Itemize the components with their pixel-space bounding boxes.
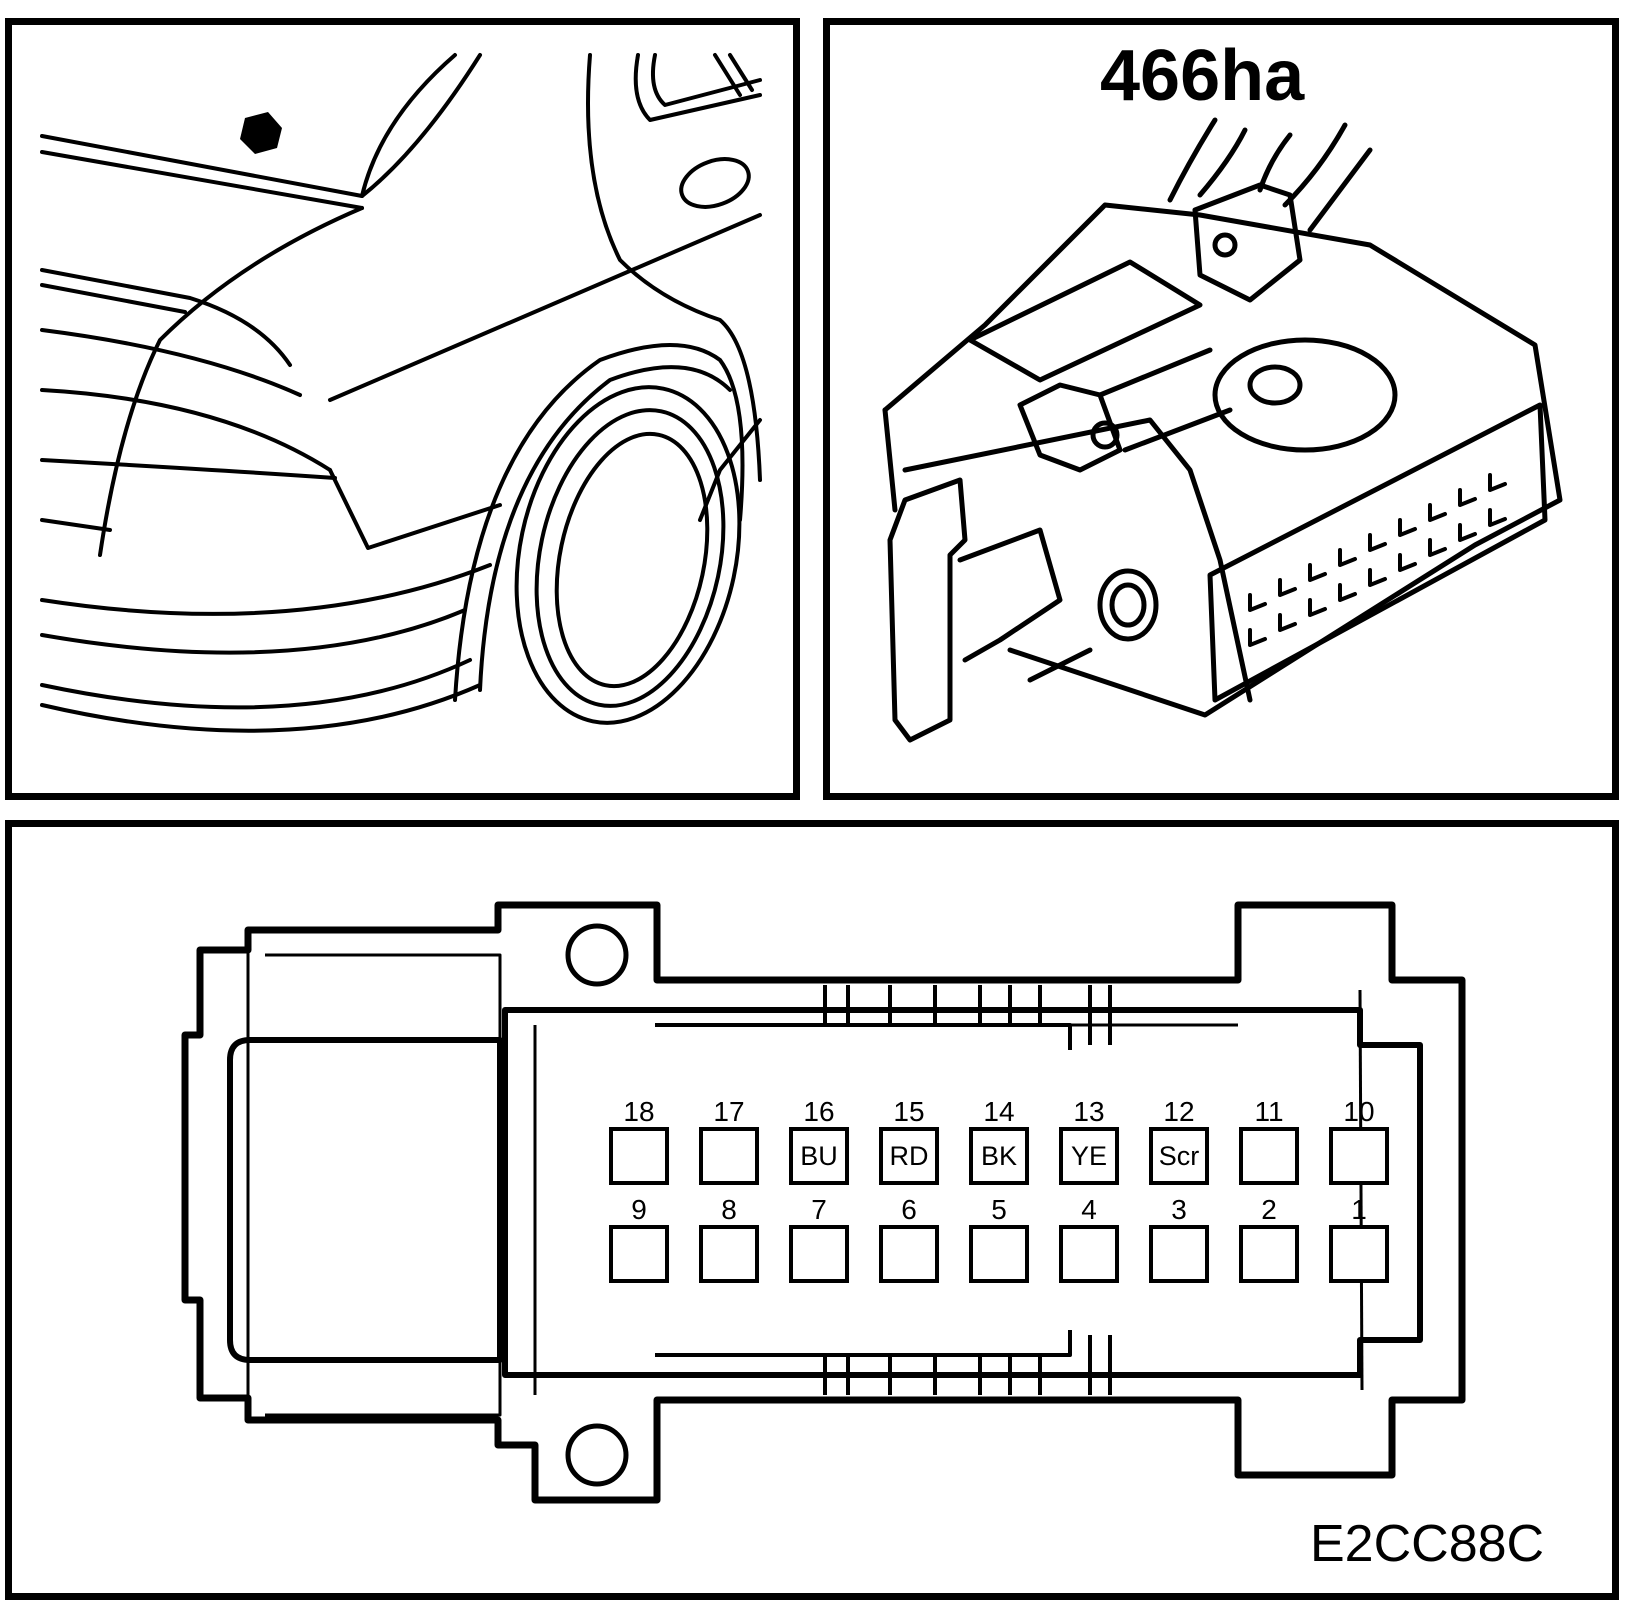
pin-13-cavity: YE <box>1059 1127 1119 1185</box>
pin-9-cavity <box>609 1225 669 1283</box>
pin-17-cavity <box>699 1127 759 1185</box>
pin-14-number: 14 <box>983 1096 1015 1127</box>
pin-1-number: 1 <box>1351 1194 1367 1225</box>
pin-8-number: 8 <box>721 1194 737 1225</box>
pin-7-cavity <box>789 1225 849 1283</box>
pin-18-cavity <box>609 1127 669 1185</box>
pin-13-number: 13 <box>1073 1096 1105 1127</box>
pin-14-cavity: BK <box>969 1127 1029 1185</box>
connector-id-label: 466ha <box>1100 36 1305 116</box>
pin-2-cavity <box>1239 1225 1299 1283</box>
pin-5-number: 5 <box>991 1194 1007 1225</box>
pin-11-number: 11 <box>1254 1096 1284 1127</box>
pin-8-cavity <box>699 1225 759 1283</box>
pin-4-cavity <box>1059 1225 1119 1283</box>
pin-11-cavity <box>1239 1127 1299 1185</box>
connector-view-panel <box>823 18 1619 800</box>
pin-15-number: 15 <box>893 1096 925 1127</box>
pin-18-number: 18 <box>623 1096 655 1127</box>
car-location-panel <box>5 18 800 800</box>
pin-16-number: 16 <box>803 1096 835 1127</box>
pin-12-cavity: Scr <box>1149 1127 1209 1185</box>
pin-10-number: 10 <box>1343 1096 1375 1127</box>
pin-12-number: 12 <box>1163 1096 1195 1127</box>
pinout-panel <box>5 820 1619 1600</box>
pin-4-number: 4 <box>1081 1194 1097 1225</box>
pin-3-cavity <box>1149 1225 1209 1283</box>
pin-6-cavity <box>879 1225 939 1283</box>
diagram-code: E2CC88C <box>1310 1515 1545 1573</box>
pin-5-cavity <box>969 1225 1029 1283</box>
pin-17-number: 17 <box>713 1096 745 1127</box>
pin-16-cavity: BU <box>789 1127 849 1185</box>
pin-6-number: 6 <box>901 1194 917 1225</box>
pin-9-number: 9 <box>631 1194 647 1225</box>
pin-7-number: 7 <box>811 1194 827 1225</box>
pin-15-cavity: RD <box>879 1127 939 1185</box>
pin-10-cavity <box>1329 1127 1389 1185</box>
pin-1-cavity <box>1329 1225 1389 1283</box>
pin-2-number: 2 <box>1261 1194 1277 1225</box>
pin-3-number: 3 <box>1171 1194 1187 1225</box>
